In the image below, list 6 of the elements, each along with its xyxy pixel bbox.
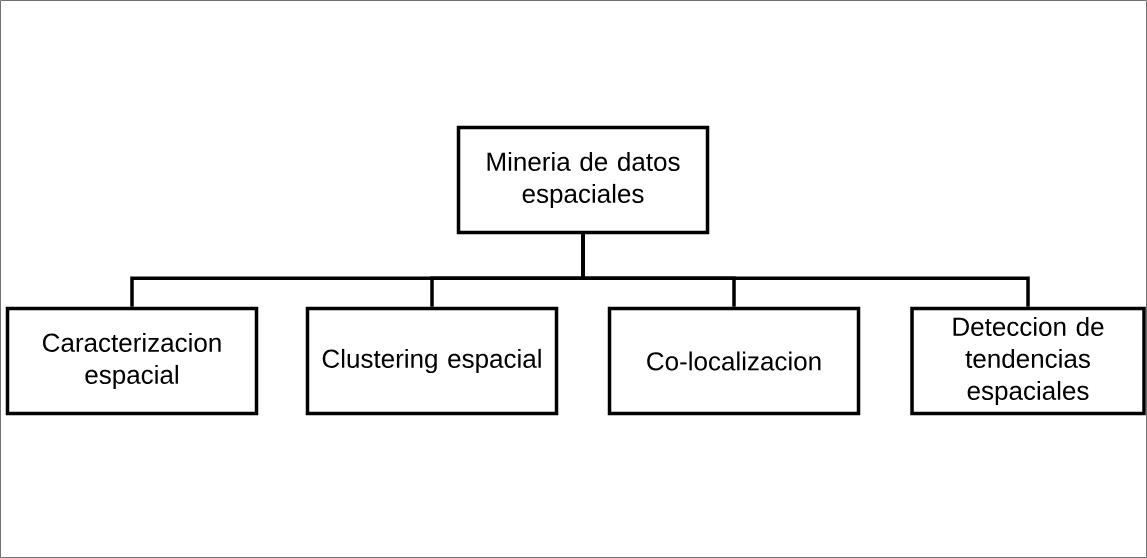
box: Mineria de datos espaciales	[456, 125, 710, 235]
connector-line	[581, 234, 1030, 307]
box: Co-localizacion	[607, 306, 861, 416]
box: Deteccion de tendencias espaciales	[910, 306, 1146, 416]
box: Clustering espacial	[305, 306, 559, 416]
box: Caracterizacion espacial	[5, 306, 259, 416]
